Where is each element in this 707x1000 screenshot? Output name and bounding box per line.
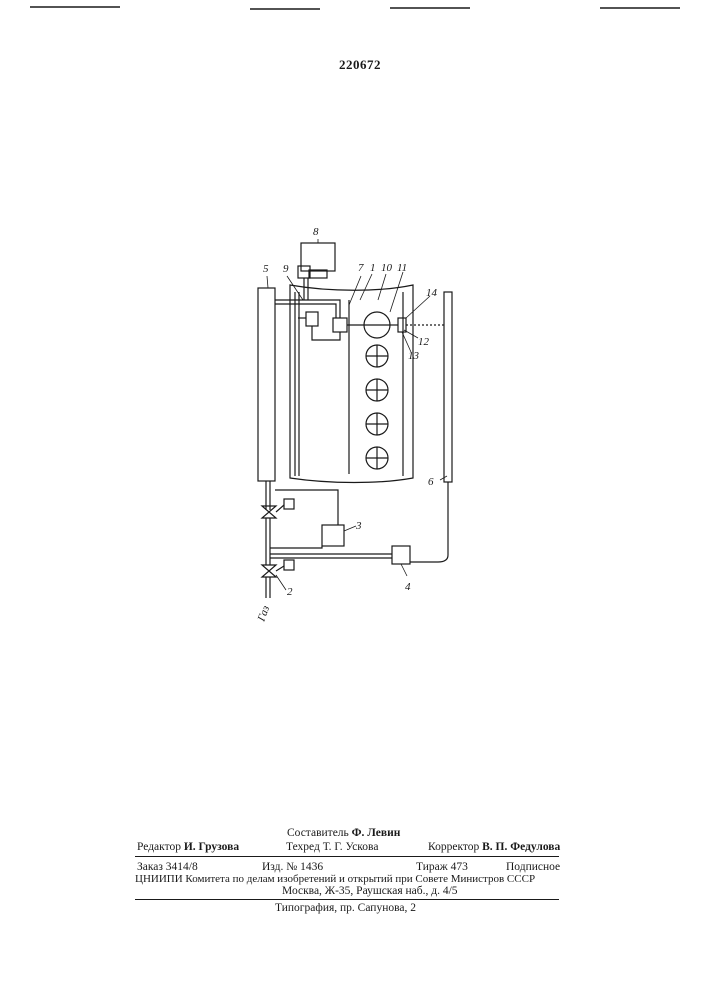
- lower-piping: [262, 490, 410, 598]
- label-10: 10: [381, 262, 393, 274]
- address-line: Москва, Ж-35, Раушская наб., д. 4/5: [282, 885, 458, 898]
- label-5: 5: [263, 263, 269, 275]
- label-3: 3: [355, 520, 362, 532]
- label-1: 1: [370, 262, 376, 274]
- column-5: [258, 288, 275, 510]
- label-6: 6: [428, 476, 434, 488]
- label-4: 4: [405, 581, 411, 593]
- compiler-name: Ф. Левин: [352, 827, 401, 839]
- label-9: 9: [283, 263, 289, 275]
- actuator-8: [298, 243, 335, 300]
- editor-label: Редактор: [137, 841, 181, 853]
- editor-name: И. Грузова: [184, 841, 239, 853]
- leader-lines: [267, 239, 447, 590]
- techred-line: Техред Т. Г. Ускова: [286, 841, 378, 854]
- imprint-rule-bottom: [135, 899, 559, 900]
- compiler-line: Составитель Ф. Левин: [287, 827, 400, 840]
- feed-line: [275, 300, 364, 340]
- label-14: 14: [426, 287, 438, 299]
- label-2: 2: [287, 586, 293, 598]
- compiler-label: Составитель: [287, 827, 349, 839]
- corrector-line: Корректор В. П. Федулова: [428, 841, 560, 854]
- scan-marks: [30, 7, 680, 9]
- corrector-label: Корректор: [428, 841, 479, 853]
- imprint-rule: [135, 856, 559, 857]
- probe-assembly: [390, 292, 452, 562]
- editor-line: Редактор И. Грузова: [137, 841, 239, 854]
- label-13: 13: [408, 350, 420, 362]
- label-12: 12: [418, 336, 430, 348]
- label-7: 7: [358, 262, 364, 274]
- printing-house: Типография, пр. Сапунова, 2: [275, 902, 416, 915]
- corrector-name: В. П. Федулова: [482, 841, 560, 853]
- label-8: 8: [313, 226, 319, 238]
- label-11: 11: [397, 262, 407, 274]
- label-gas: Газ: [255, 604, 272, 624]
- vessel-1: [290, 285, 413, 483]
